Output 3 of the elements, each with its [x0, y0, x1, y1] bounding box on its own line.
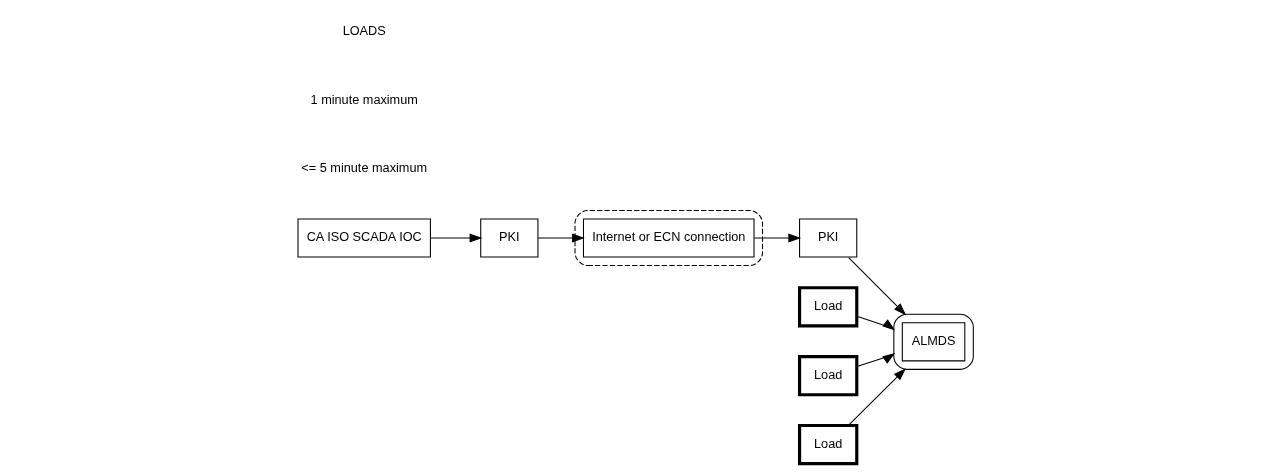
label: <= 5 minute maximum [300, 160, 427, 176]
label: LOADS [342, 22, 386, 38]
label: 1 minute maximum [310, 91, 418, 107]
